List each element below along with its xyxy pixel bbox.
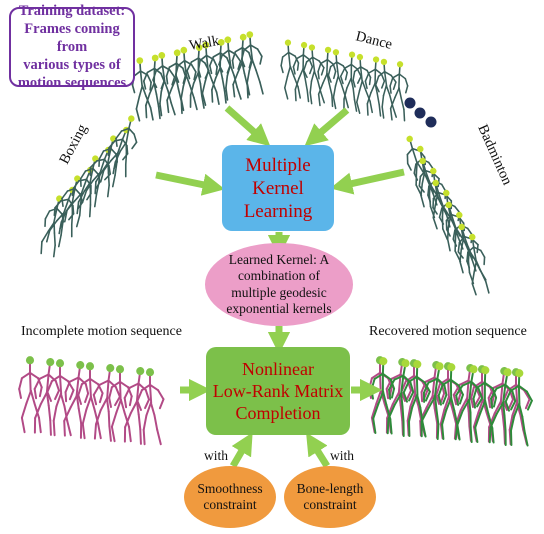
smoothness-line-2: constraint xyxy=(203,497,257,512)
mkl-line-3: Learning xyxy=(243,200,313,222)
label-dance: Dance xyxy=(354,28,394,52)
skeleton-figure-icon xyxy=(370,357,396,435)
skeleton-figure-icon xyxy=(386,359,415,438)
learned-kernel-ellipse: Learned Kernel: A combination of multipl… xyxy=(205,243,353,326)
skeleton-figure-icon xyxy=(240,31,264,96)
skeleton-figure-icon xyxy=(352,53,374,114)
skeleton-figure-icon xyxy=(317,46,337,108)
low-rank-completion-box: Nonlinear Low-Rank Matrix Completion xyxy=(206,347,350,435)
skeleton-figure-icon xyxy=(420,362,448,441)
walk-skeleton-group xyxy=(131,31,264,122)
arrow-icon xyxy=(330,168,405,195)
skeleton-figure-icon xyxy=(63,361,90,439)
skeleton-figure-icon xyxy=(402,360,431,438)
skeleton-figure-icon xyxy=(504,369,533,447)
skeleton-figure-icon xyxy=(452,364,481,442)
bone-line-1: Bone-length xyxy=(296,481,364,496)
arrow-icon xyxy=(304,107,350,147)
with-label-smoothness: with xyxy=(204,448,229,463)
skeleton-figure-icon xyxy=(327,49,350,110)
skeleton-figure-icon xyxy=(63,166,94,228)
label-badminton: Badminton xyxy=(474,122,515,188)
training-line-1: Training dataset: xyxy=(18,3,126,19)
multiple-kernel-learning-box: Multiple Kernel Learning xyxy=(222,145,334,231)
skeleton-figure-icon xyxy=(99,126,130,188)
boxing-skeleton-group xyxy=(40,115,138,258)
mkl-line-1: Multiple xyxy=(245,154,311,176)
bone-line-2: constraint xyxy=(303,497,357,512)
label-walk: Walk xyxy=(188,33,221,54)
training-dataset-box: Training dataset: Frames coming from var… xyxy=(9,3,135,91)
completion-line-2: Low-Rank Matrix xyxy=(212,381,344,401)
skeleton-figure-icon xyxy=(389,61,409,122)
skeleton-figure-icon xyxy=(112,115,138,178)
ellipsis-dots-icon xyxy=(404,97,437,128)
skeleton-figure-icon xyxy=(92,364,121,442)
completion-line-1: Nonlinear xyxy=(242,359,314,379)
kernel-line-1: Learned Kernel: A xyxy=(228,251,330,267)
skeleton-figure-icon xyxy=(302,44,326,105)
skeleton-figure-icon xyxy=(123,367,150,445)
skeleton-figure-icon xyxy=(385,358,412,436)
skeleton-figure-icon xyxy=(18,356,43,434)
incomplete-sequence-group xyxy=(18,356,165,446)
skeleton-figure-icon xyxy=(45,186,76,248)
skeleton-figure-icon xyxy=(488,368,517,447)
arrow-icon xyxy=(155,171,225,196)
skeleton-figure-icon xyxy=(454,365,484,444)
label-boxing: Boxing xyxy=(56,122,90,167)
badminton-skeleton-group xyxy=(406,135,490,296)
incomplete-sequence-label: Incomplete motion sequence xyxy=(21,324,182,339)
skeleton-figure-icon xyxy=(419,361,446,439)
training-line-4: motion sequences xyxy=(17,75,127,91)
skeleton-figure-icon xyxy=(46,359,75,437)
skeleton-figure-icon xyxy=(292,41,314,103)
skeleton-figure-icon xyxy=(487,367,514,445)
dance-skeleton-group xyxy=(280,39,409,122)
skeleton-figure-icon xyxy=(136,368,165,446)
skeleton-figure-icon xyxy=(280,39,302,100)
training-line-2: Frames coming from xyxy=(24,21,120,55)
skeleton-figure-icon xyxy=(374,58,398,119)
training-line-3: various types of xyxy=(23,57,121,73)
recovered-sequence-group xyxy=(368,356,533,447)
smoothness-line-1: Smoothness xyxy=(197,481,263,496)
skeleton-figure-icon xyxy=(33,358,60,436)
arrow-icon xyxy=(229,432,253,468)
completion-line-3: Completion xyxy=(235,403,321,423)
skeleton-figure-icon xyxy=(152,52,176,117)
skeleton-figure-icon xyxy=(77,362,104,440)
skeleton-figure-icon xyxy=(466,233,490,296)
skeleton-figure-icon xyxy=(197,41,220,106)
skeleton-figure-icon xyxy=(108,365,133,443)
kernel-line-3: multiple geodesic xyxy=(231,284,327,300)
kernel-line-2: combination of xyxy=(237,268,321,283)
skeleton-figure-icon xyxy=(339,51,362,112)
arrow-icon xyxy=(224,105,271,147)
skeleton-figure-icon xyxy=(131,57,154,122)
with-label-bone-length: with xyxy=(330,448,355,463)
skeleton-figure-icon xyxy=(437,363,464,441)
mkl-line-2: Kernel xyxy=(252,177,304,199)
smoothness-constraint-ellipse: Smoothness constraint xyxy=(184,466,276,528)
skeleton-figure-icon xyxy=(218,36,242,101)
kernel-line-4: exponential kernels xyxy=(226,301,332,316)
bone-length-constraint-ellipse: Bone-length constraint xyxy=(284,466,376,528)
skeleton-figure-icon xyxy=(364,56,386,117)
arrow-icon xyxy=(306,432,330,468)
recovered-sequence-label: Recovered motion sequence xyxy=(369,324,527,339)
